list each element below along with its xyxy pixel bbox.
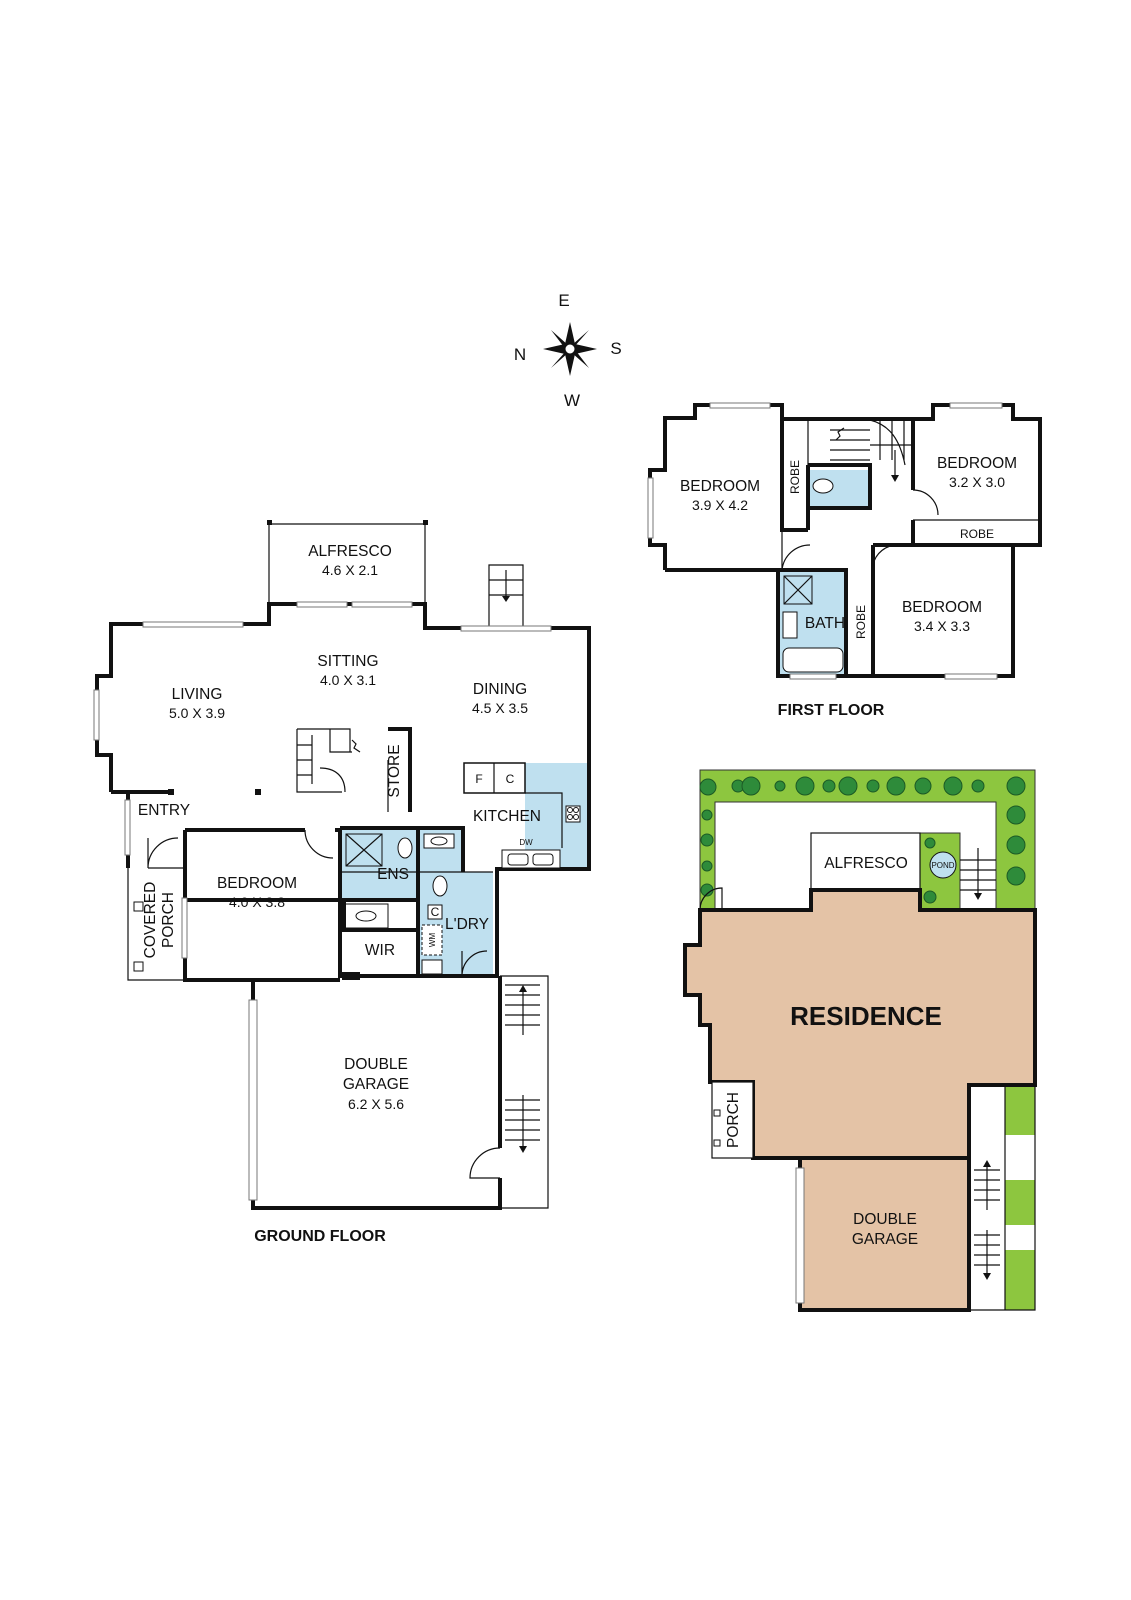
sitting-label: SITTING — [317, 653, 378, 670]
covered-porch-label-2: PORCH — [160, 892, 177, 948]
living-label: LIVING — [172, 686, 223, 703]
cooktop-icon — [565, 805, 581, 823]
cupboard-label: C — [506, 772, 515, 786]
laundry-cupboard-box — [427, 904, 443, 920]
laundry-label: L'DRY — [445, 916, 489, 933]
laundry-area — [418, 872, 493, 976]
toilet-icon — [397, 837, 413, 859]
site-garage-label-1: DOUBLE — [853, 1211, 917, 1228]
site-garage-label-2: GARAGE — [852, 1231, 918, 1248]
laundry-cupboard-label: C — [431, 905, 440, 919]
wc-toilet-icon — [812, 478, 834, 494]
kitchen-label: KITCHEN — [473, 808, 541, 825]
fridge-label: F — [475, 772, 482, 786]
bathtub-icon — [782, 647, 844, 673]
store-label: STORE — [386, 744, 403, 797]
residence-label: RESIDENCE — [790, 1001, 942, 1031]
alfresco-size: 4.6 X 2.1 — [322, 562, 378, 578]
pond-icon — [929, 851, 957, 879]
ensuite-label: ENS — [377, 866, 409, 883]
first-shower-icon — [783, 575, 813, 605]
site-garage-block — [798, 1156, 971, 1312]
bedroom3-size: 3.4 X 3.3 — [914, 618, 970, 634]
bath-vanity-icon — [782, 611, 798, 639]
robe2-label: ROBE — [960, 527, 994, 541]
entry-label: ENTRY — [138, 802, 190, 819]
first-floor-plan: BEDROOM 3.9 X 4.2 ROBE BEDROOM 3.2 X 3.0… — [647, 402, 1042, 719]
ground-floor-plan: ALFRESCO 4.6 X 2.1 SITTING 4.0 X 3.1 LIV… — [93, 520, 591, 1245]
washing-machine-box — [421, 924, 443, 956]
garage-ground-size: 6.2 X 5.6 — [348, 1096, 404, 1112]
wir-label: WIR — [365, 942, 395, 959]
site-porch-label: PORCH — [725, 1092, 742, 1148]
alfresco-label: ALFRESCO — [308, 543, 392, 560]
bedroom1-size: 3.9 X 4.2 — [692, 497, 748, 513]
compass-north-label: N — [514, 345, 526, 364]
compass-west-label: W — [564, 391, 580, 410]
dishwasher-label: DW — [519, 838, 533, 847]
side-stairs — [500, 975, 549, 1209]
pond-label: POND — [931, 861, 954, 870]
garage-ground-label-2: GARAGE — [343, 1076, 409, 1093]
compass-east-label: E — [558, 291, 569, 310]
bath-label: BATH — [805, 615, 845, 632]
compass-south-label: S — [610, 339, 621, 358]
stair-first — [807, 419, 913, 466]
toilet-icon-2 — [432, 875, 448, 897]
dining-size: 4.5 X 3.5 — [472, 700, 528, 716]
sitting-size: 4.0 X 3.1 — [320, 672, 376, 688]
site-alfresco-label: ALFRESCO — [824, 855, 908, 872]
bedroom-ground-label: BEDROOM — [217, 875, 297, 892]
bedroom2-label: BEDROOM — [937, 455, 1017, 472]
bedroom1-label: BEDROOM — [680, 478, 760, 495]
stair-ground — [296, 728, 352, 793]
first-floor-outer-wall — [648, 403, 1042, 678]
site-plan: ALFRESCO POND RESIDENCE PORCH DOUBLE GAR… — [683, 769, 1037, 1312]
shower-icon — [345, 833, 383, 867]
living-size: 5.0 X 3.9 — [169, 705, 225, 721]
washing-machine-label: WM — [428, 933, 437, 948]
bedroom2-size: 3.2 X 3.0 — [949, 474, 1005, 490]
bedroom-ground-size: 4.0 X 3.8 — [229, 894, 285, 910]
ensuite-vanity-icon — [343, 903, 389, 929]
garage-ground-label-1: DOUBLE — [344, 1056, 408, 1073]
covered-porch-label-1: COVERED — [142, 882, 159, 959]
tree-icons — [699, 776, 1026, 904]
ground-floor-title: GROUND FLOOR — [254, 1228, 386, 1245]
first-floor-title: FIRST FLOOR — [778, 702, 885, 719]
compass-rose: E S W N — [514, 291, 622, 410]
bedroom3-label: BEDROOM — [902, 599, 982, 616]
robe1-label: ROBE — [788, 460, 802, 494]
dining-label: DINING — [473, 681, 527, 698]
vanity-icon — [423, 833, 455, 849]
alfresco-outline — [268, 523, 426, 604]
robe3-label: ROBE — [854, 605, 868, 639]
